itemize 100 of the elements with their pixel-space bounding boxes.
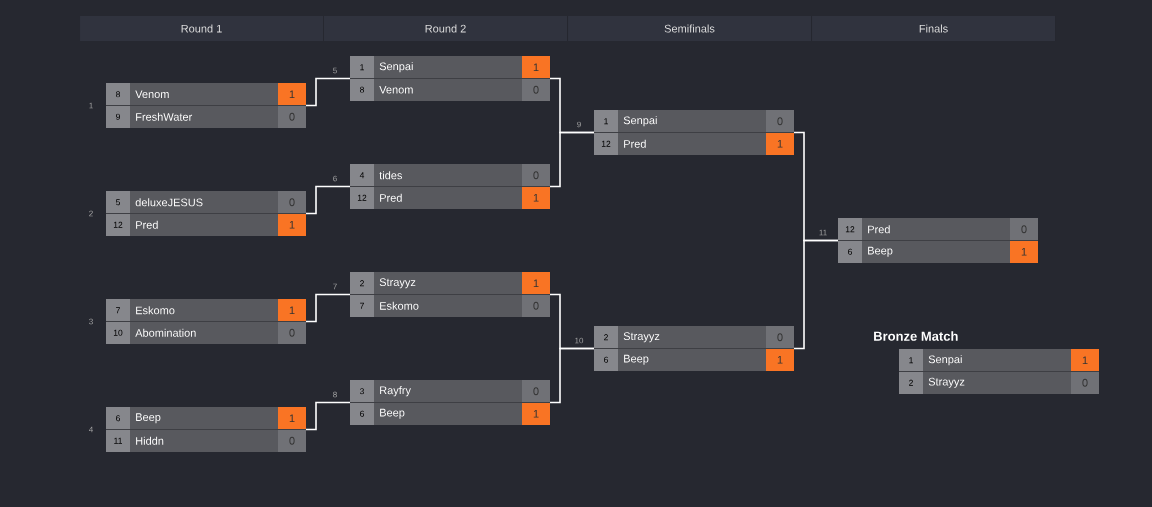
seed-cell: 7: [350, 294, 374, 317]
team-name: Venom: [135, 90, 169, 99]
match-number: 11: [819, 229, 827, 236]
node-label: Round 1: [181, 24, 222, 33]
match-card: [874, 331, 1100, 394]
team-name: Abomination: [135, 328, 196, 337]
round-header: Round 2: [324, 16, 567, 41]
team-name: Pred: [380, 193, 402, 202]
match-number: 1: [89, 102, 93, 109]
seed-cell: 2: [594, 326, 618, 349]
team-name: Beep: [136, 413, 161, 424]
seed-cell: 12: [838, 218, 862, 241]
score-cell: 1: [278, 299, 306, 322]
node-label: Semifinals: [664, 24, 715, 33]
score-cell: 1: [766, 348, 794, 371]
match-number: 3: [89, 318, 93, 325]
seed-cell: 7: [106, 299, 130, 322]
match-number: 7: [333, 283, 337, 290]
match-card: [349, 380, 551, 425]
round-header: Semifinals: [568, 16, 811, 41]
score-cell: 1: [522, 186, 550, 209]
match-number: 10: [575, 337, 584, 344]
seed-cell: 6: [106, 407, 130, 430]
match-card: [349, 56, 551, 101]
seed-cell: 10: [106, 321, 130, 344]
seed-cell: 12: [594, 132, 618, 155]
score-cell: 1: [522, 272, 550, 295]
score-cell: 0: [1010, 218, 1038, 241]
match-number: 2: [89, 210, 93, 217]
team-name: tides: [379, 171, 403, 180]
match-card: [105, 191, 307, 236]
score-cell: 1: [522, 402, 550, 425]
team-name: Senpai: [623, 116, 657, 127]
match-card: [349, 272, 551, 317]
seed-cell: 12: [106, 213, 130, 236]
match-card: [837, 218, 1039, 263]
team-name: Strayyz: [928, 377, 965, 388]
team-name: Strayyz: [623, 332, 660, 343]
team-name: Rayfry: [380, 386, 411, 397]
seed-cell: 2: [350, 272, 374, 295]
team-name: Pred: [624, 139, 646, 148]
seed-cell: 1: [899, 349, 923, 372]
team-name: Beep: [868, 246, 893, 257]
match-card: [593, 110, 795, 155]
match-number: 6: [333, 175, 337, 182]
seed-cell: 2: [899, 371, 923, 394]
bracket-line: [305, 401, 351, 431]
score-cell: 1: [522, 56, 550, 79]
match-card: [105, 83, 307, 128]
seed-cell: 12: [350, 186, 374, 209]
seed-cell: 1: [350, 56, 374, 79]
team-name: Venom: [379, 85, 413, 94]
team-name: Beep: [380, 408, 405, 419]
score-cell: 1: [278, 83, 306, 106]
seed-cell: 3: [350, 380, 374, 403]
bracket-line: [549, 347, 595, 404]
round-header: Round 1: [80, 16, 323, 41]
match-heading: Bronze Match: [874, 331, 958, 341]
node-label: Finals: [919, 24, 948, 33]
score-cell: 0: [522, 380, 550, 403]
score-cell: 1: [278, 213, 306, 236]
bracket-line: [549, 131, 595, 188]
round-header: Finals: [812, 16, 1055, 41]
team-name: Eskomo: [136, 306, 175, 315]
seed-cell: 6: [350, 402, 374, 425]
bracket-line: [305, 185, 351, 215]
seed-cell: 8: [350, 78, 374, 101]
team-name: Strayyz: [379, 278, 416, 289]
match-number: 4: [88, 426, 93, 433]
score-cell: 0: [278, 191, 306, 214]
team-name: Eskomo: [380, 301, 419, 310]
match-card: [593, 326, 795, 371]
seed-cell: 1: [594, 110, 618, 133]
match-number: 8: [333, 391, 337, 398]
score-cell: 0: [522, 164, 550, 187]
score-cell: 0: [522, 294, 550, 317]
seed-cell: 8: [106, 83, 130, 106]
score-cell: 0: [278, 321, 306, 344]
score-cell: 1: [1010, 240, 1038, 263]
seed-cell: 9: [106, 105, 130, 128]
seed-cell: 6: [838, 240, 862, 263]
match-number: 9: [577, 121, 581, 128]
seed-cell: 6: [594, 348, 618, 371]
score-cell: 1: [278, 407, 306, 430]
score-cell: 0: [766, 110, 794, 133]
match-card: [105, 407, 307, 452]
match-card: [105, 299, 307, 344]
seed-cell: 5: [106, 191, 130, 214]
team-name: deluxeJESUS: [135, 198, 203, 207]
score-cell: 0: [278, 429, 306, 452]
score-cell: 0: [1071, 371, 1099, 394]
bracket-line: [305, 293, 351, 323]
team-name: Senpai: [928, 355, 962, 366]
score-cell: 1: [766, 132, 794, 155]
team-name: Pred: [868, 225, 890, 234]
team-name: Senpai: [379, 62, 413, 73]
score-cell: 0: [766, 326, 794, 349]
score-cell: 0: [522, 78, 550, 101]
team-name: Beep: [624, 354, 649, 365]
team-name: Pred: [136, 220, 158, 229]
